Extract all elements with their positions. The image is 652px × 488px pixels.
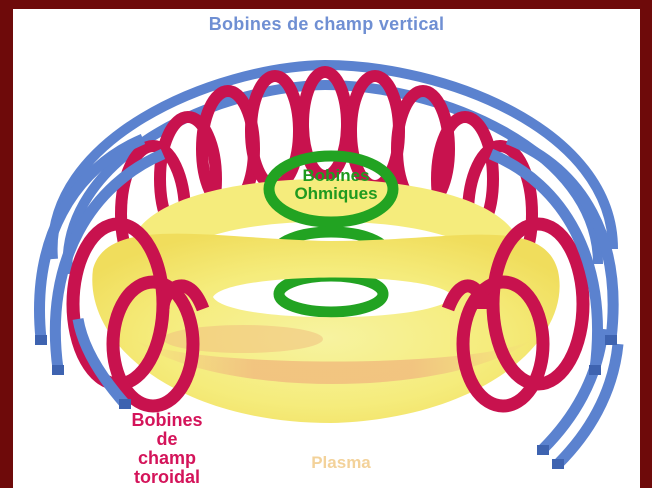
tokamak-diagram: Bobines de champ vertical Bobines Ohmiqu… bbox=[13, 9, 640, 488]
label-vertical-field-coils: Bobines de champ vertical bbox=[13, 14, 640, 35]
label-ohmic-line2: Ohmiques bbox=[281, 185, 391, 203]
label-toroidal-line3: champ bbox=[117, 449, 217, 468]
label-toroidal-line1: Bobines bbox=[117, 411, 217, 430]
label-toroidal-field-coils: Bobines de champ toroidal bbox=[117, 411, 217, 487]
label-ohmic-coils: Bobines Ohmiques bbox=[281, 167, 391, 203]
label-plasma: Plasma bbox=[281, 453, 401, 473]
label-toroidal-line4: toroidal bbox=[117, 468, 217, 487]
label-ohmic-line1: Bobines bbox=[281, 167, 391, 185]
label-toroidal-line2: de bbox=[117, 430, 217, 449]
tokamak-illustration bbox=[13, 9, 640, 488]
